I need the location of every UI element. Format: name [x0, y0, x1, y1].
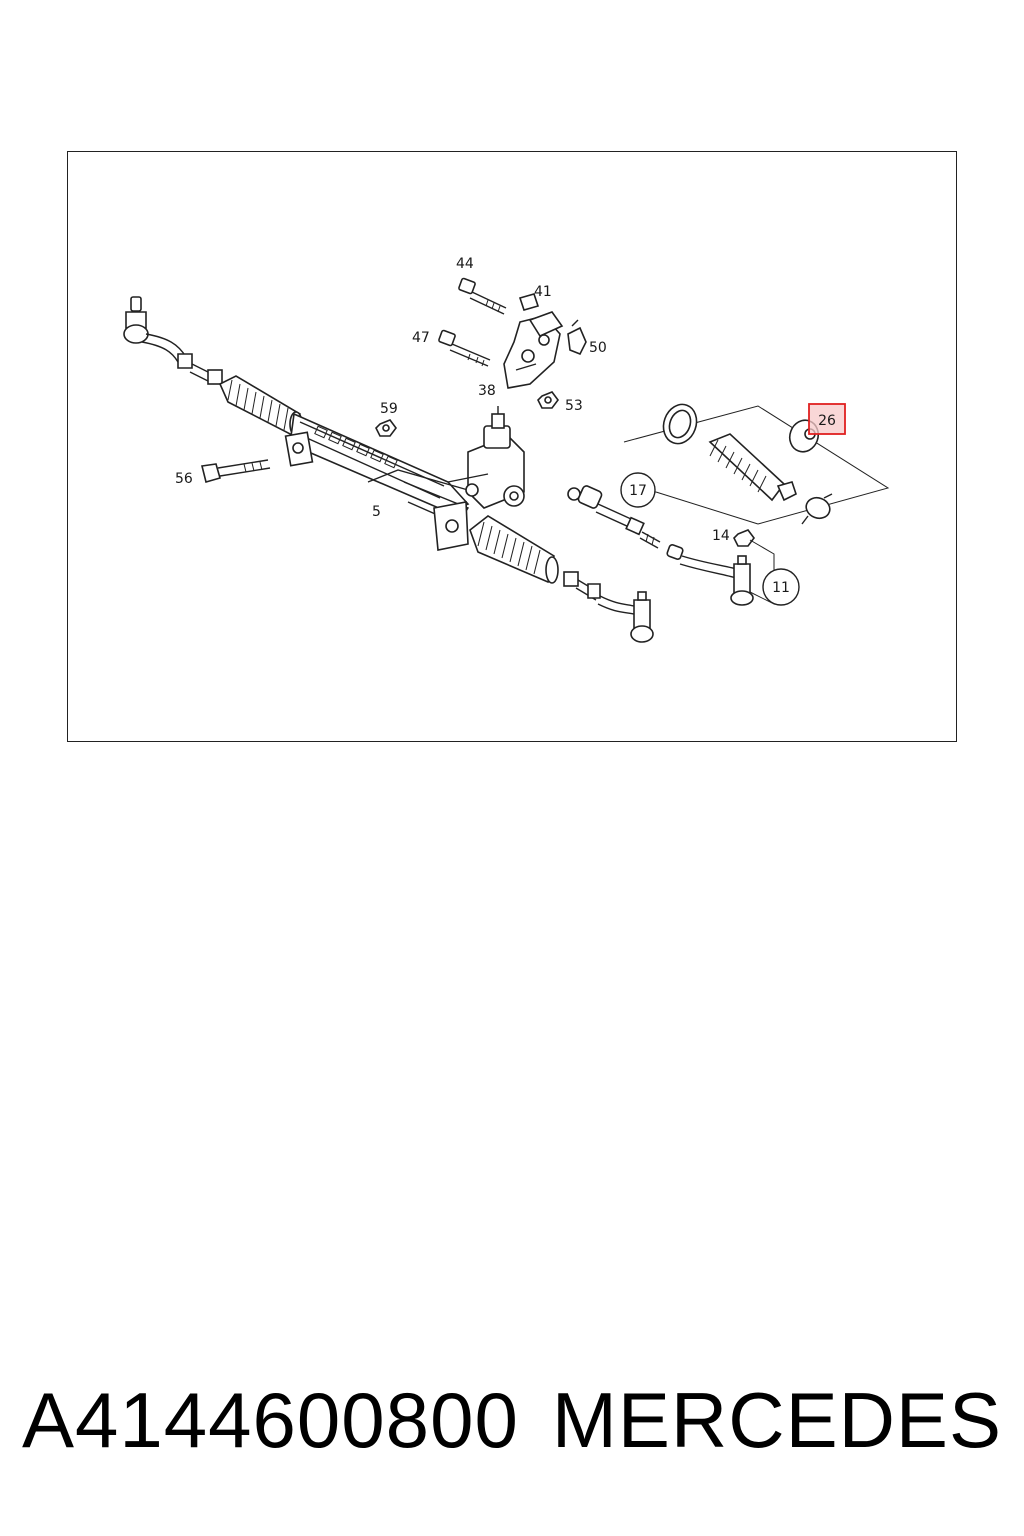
right-tie-rod-end	[563, 571, 654, 643]
callout-26-highlight[interactable]	[808, 403, 846, 435]
bolt-56	[201, 459, 271, 483]
callout-47: 47	[412, 330, 430, 346]
callout-17: 17	[629, 483, 647, 499]
callout-26: 26	[818, 413, 836, 429]
callout-14: 14	[712, 528, 730, 544]
callout-44: 44	[456, 256, 474, 272]
callout-50: 50	[589, 340, 607, 356]
callout-53: 53	[565, 398, 583, 414]
rack-housing	[284, 406, 525, 551]
nut-53	[537, 391, 559, 409]
callout-11: 11	[772, 580, 790, 596]
inner-tie-rod-17	[567, 485, 661, 549]
brand-name: MERCEDES	[551, 1375, 1002, 1464]
callout-labels: 44 41 47 50 38 53 59 56 5 14 17 11 26	[175, 256, 846, 606]
callout-17-circle	[620, 472, 656, 508]
diagram-frame: 44 41 47 50 38 53 59 56 5 14 17 11 26	[67, 151, 957, 742]
part-number: A4144600800	[22, 1375, 519, 1464]
universal-joint-38	[503, 311, 564, 389]
callout-59: 59	[380, 401, 398, 417]
outer-tie-rod-end-11	[666, 539, 775, 606]
callout-5: 5	[372, 504, 381, 520]
right-bellows-boot	[469, 515, 559, 584]
boot-hose-clamp	[801, 493, 833, 525]
bolt-47	[438, 329, 491, 367]
left-tie-rod-end	[123, 296, 223, 385]
nut-14	[733, 529, 755, 547]
left-bellows-boot	[218, 375, 303, 438]
callout-56: 56	[175, 471, 193, 487]
block-41	[518, 293, 540, 311]
callout-38: 38	[478, 383, 496, 399]
callout-11-circle	[762, 568, 800, 606]
boot-clamp-ring	[662, 403, 698, 445]
bolt-44	[458, 277, 507, 315]
clip-50	[567, 319, 587, 356]
callout-41: 41	[534, 284, 552, 300]
footer-caption: A4144600800 MERCEDES	[0, 1370, 1024, 1470]
boot-kit-bellows	[708, 433, 797, 502]
nut-59	[375, 419, 397, 437]
steering-rack-diagram: 44 41 47 50 38 53 59 56 5 14 17 11 26	[123, 256, 890, 643]
